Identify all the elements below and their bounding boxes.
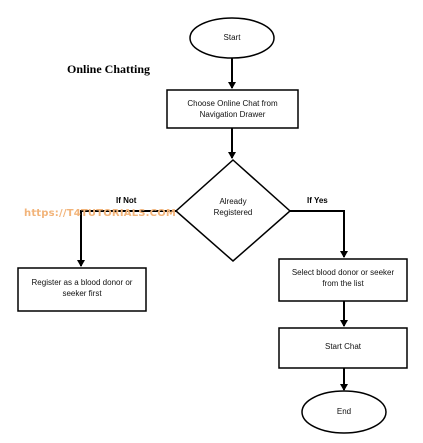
select-label: Select blood donor or seeker from the li… xyxy=(291,268,395,288)
watermark: https://T4TUTORIALS.COM xyxy=(24,208,177,219)
edge-if-not xyxy=(77,210,176,267)
decision-label: Already Registered xyxy=(213,197,253,217)
start-chat-label: Start Chat xyxy=(324,342,361,351)
if-yes-label: If Yes xyxy=(307,196,328,205)
start-chat-box xyxy=(278,327,408,369)
if-not-label: If Not xyxy=(116,196,137,205)
choose-box xyxy=(166,89,299,129)
start-label: Start xyxy=(223,33,241,42)
select-box xyxy=(278,258,408,302)
edge-if-yes xyxy=(290,210,348,258)
decision-diamond xyxy=(174,158,292,262)
end-label: End xyxy=(336,407,352,416)
diagram-title: Online Chatting xyxy=(67,62,151,76)
register-label: Register as a blood donor or seeker firs… xyxy=(31,278,133,298)
register-box xyxy=(17,267,147,312)
end-oval xyxy=(301,390,387,434)
choose-label: Choose Online Chat from Navigation Drawe… xyxy=(187,99,278,119)
